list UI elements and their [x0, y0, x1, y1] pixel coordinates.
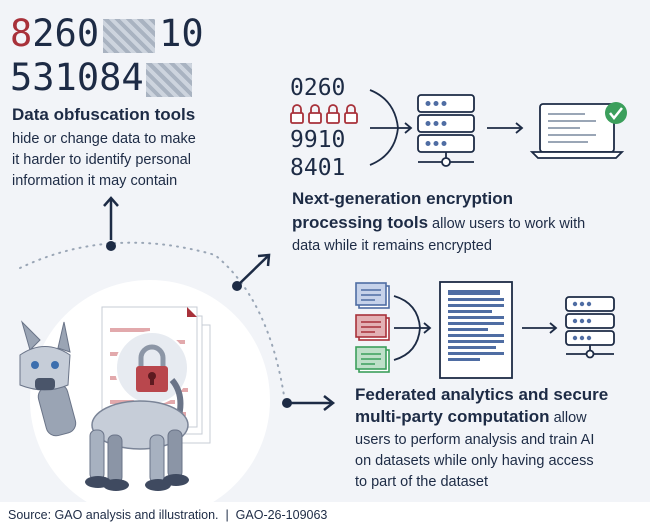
encryption-connector-arrow [232, 253, 271, 291]
number-segment: 084 [76, 56, 144, 99]
encryption-title-line-2: processing tools allow users to work wit… [292, 213, 585, 234]
federated-desc-2: users to perform analysis and train AI [355, 432, 595, 448]
encryption-padlocks [290, 104, 358, 124]
masked-digits [145, 62, 192, 97]
federated-desc-4: to part of the dataset [355, 474, 489, 490]
federated-funnel-lines [393, 295, 432, 361]
obfuscated-number-line-2: 531084 [10, 56, 192, 100]
number-segment: 10 [159, 12, 204, 55]
illustration-svg [19, 89, 627, 502]
obfuscation-connector-arrow [103, 196, 119, 251]
aggregate-document-icon [439, 281, 513, 379]
robot-dog [19, 320, 189, 491]
server-icon [417, 94, 475, 167]
encryption-funnel-lines [369, 89, 413, 166]
encryption-title-1: Next-generation encryption [292, 189, 514, 208]
obfuscated-number-line-1: 8260 10 [10, 12, 204, 56]
encryption-title-2: processing tools [292, 213, 429, 232]
encryption-desc-2: data while it remains encrypted [292, 238, 492, 254]
federated-title-1: Federated analytics and secure [355, 385, 609, 404]
federated-desc-1: allow [549, 410, 587, 426]
obfuscation-desc-1: hide or change data to make [12, 131, 196, 147]
federated-title-line-2: multi-party computation allow [355, 407, 587, 428]
encryption-arrow-to-laptop [487, 122, 524, 134]
number-segment: 531 [10, 56, 77, 99]
federated-source-docs [355, 282, 390, 373]
source-note: Source: GAO analysis and illustration. |… [8, 508, 328, 522]
federated-desc-3: on datasets while only having access [355, 453, 594, 469]
federated-title-2: multi-party computation [355, 407, 550, 426]
federated-server-icon [565, 296, 615, 359]
lock-icon [115, 331, 189, 405]
encrypted-number-1: 0260 [290, 75, 346, 101]
encryption-desc-1: allow users to work with [428, 216, 586, 232]
obfuscation-desc-3: information it may contain [12, 173, 178, 189]
obfuscation-desc-2: it harder to identify personal [12, 152, 191, 168]
encrypted-number-2: 9910 [290, 127, 346, 153]
altered-digit: 8 [10, 12, 33, 55]
laptop-check-icon [529, 102, 627, 159]
obfuscation-title: Data obfuscation tools [12, 105, 196, 124]
federated-connector-arrow [282, 395, 336, 411]
encrypted-number-3: 8401 [290, 155, 346, 181]
federated-arrow-to-server [522, 322, 558, 334]
number-segment: 260 [32, 12, 100, 55]
masked-digits [103, 18, 156, 53]
